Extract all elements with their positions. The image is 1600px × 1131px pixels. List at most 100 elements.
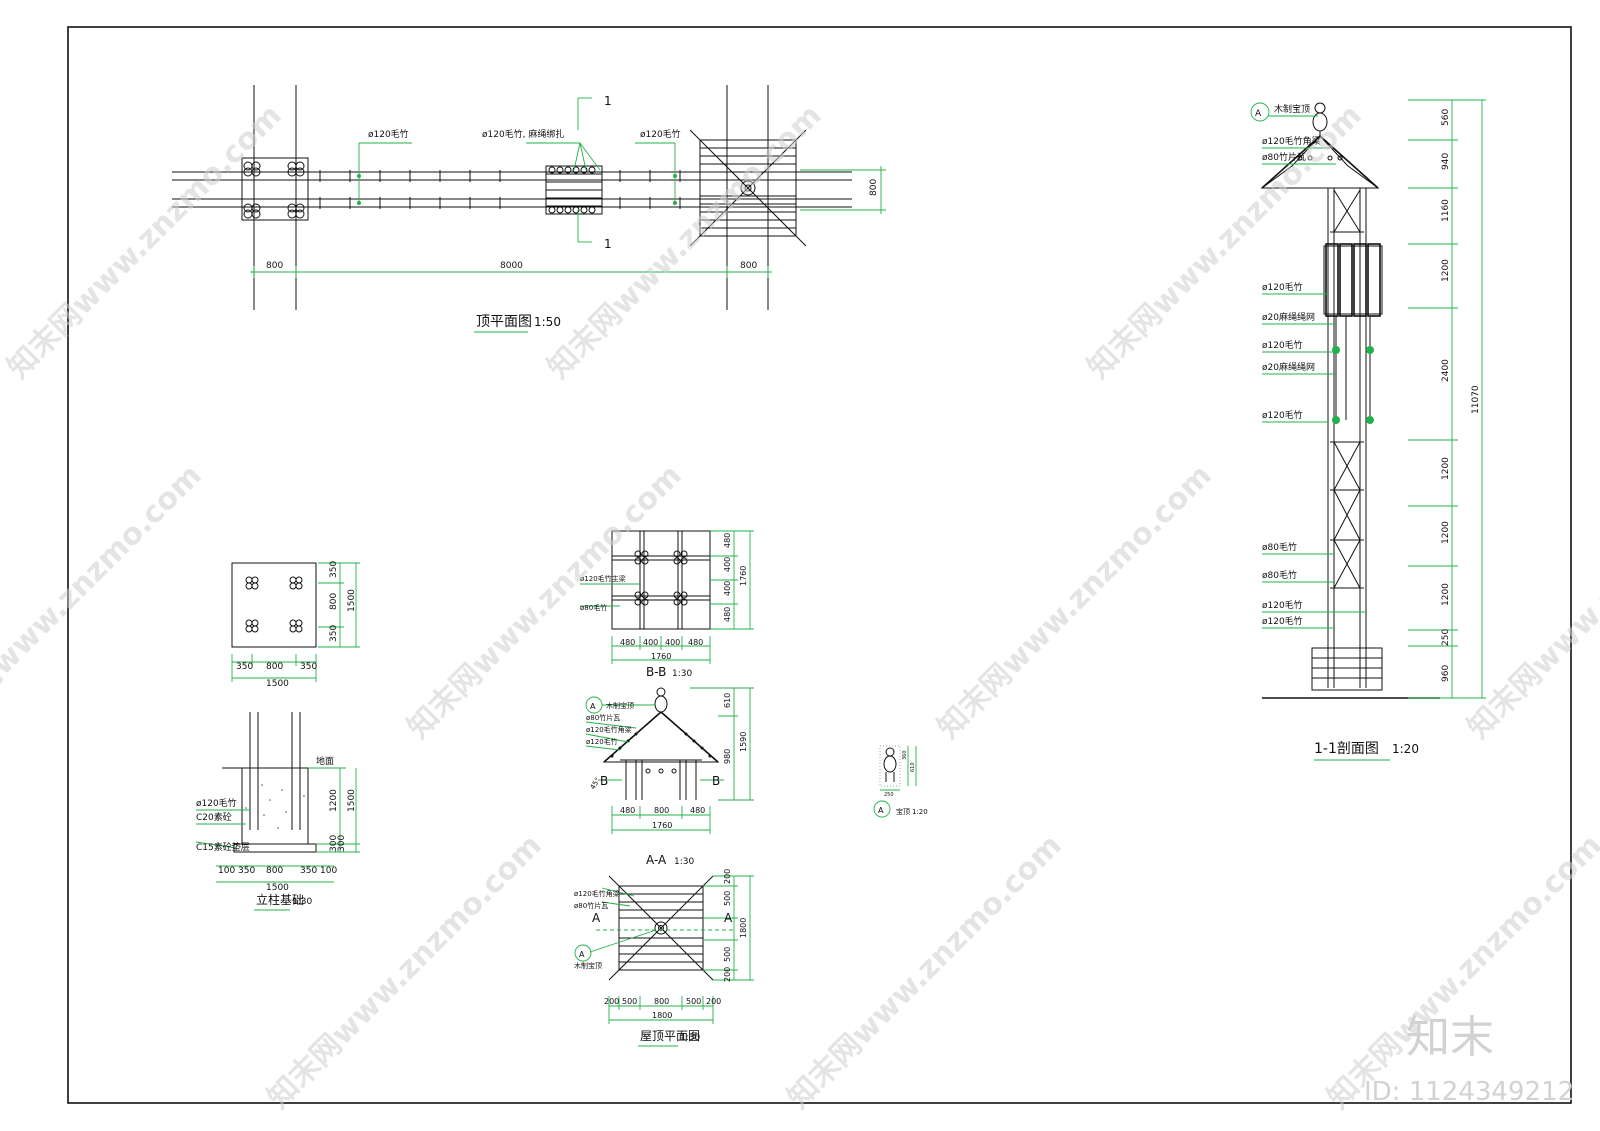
label-rp-1: ø120毛竹角梁 [574, 889, 620, 898]
dim-aa-r1: 610 [723, 693, 732, 708]
foundation-title: 立柱基础 [256, 892, 304, 907]
dim-bb-r2: 400 [723, 557, 732, 572]
dim-aa-b3: 480 [690, 806, 705, 815]
dim-bb-r4: 480 [723, 607, 732, 622]
dim-s11-5: 2400 [1441, 359, 1451, 382]
dim-fs-b3: 800 [266, 866, 283, 876]
dim-fp-b4: 1500 [266, 679, 289, 689]
detail-a-scale: 1:20 [912, 808, 928, 816]
label-bb-1: ø120毛竹主梁 [580, 574, 626, 583]
top-plan-scale: 1:50 [534, 315, 561, 329]
callout-a-section: A [1255, 109, 1262, 119]
section-1-1-drawing: A 木制宝顶 ø120毛竹角梁 ø80竹片瓦 ø120毛竹 ø20麻绳绳网 ø1… [1250, 99, 1486, 761]
dim-fs-b5: 100 [320, 866, 337, 876]
label-aa-4: ø120毛竹 [586, 737, 618, 746]
label-bb-2: ø80毛竹 [580, 603, 607, 612]
dim-s11-1: 560 [1441, 109, 1451, 126]
dim-rp-b4: 500 [686, 997, 701, 1006]
label-f-1: ø120毛竹 [196, 797, 237, 809]
dim-top-left: 800 [266, 261, 283, 271]
watermark: 知末网www.znzmo.com [0, 458, 209, 746]
mark-rp-a1: A [592, 911, 601, 925]
brand-id: ID: 1124349212 [1364, 1077, 1574, 1107]
label-s11-7: ø20麻绳绳网 [1262, 361, 1315, 373]
dim-fp-b1: 350 [236, 662, 253, 672]
dim-aa-r2: 980 [723, 749, 732, 764]
roof-plan-scale: 1:30 [680, 1033, 700, 1043]
label-top-2: ø120毛竹, 麻绳绑扎 [482, 128, 564, 140]
dim-fs-b4: 350 [300, 866, 317, 876]
detail-a-title: 宝顶 [896, 807, 910, 816]
mark-rp-a2: A [724, 911, 733, 925]
label-s11-6: ø120毛竹 [1262, 339, 1303, 351]
dim-bb-b2: 400 [643, 638, 658, 647]
dim-rp-b6: 1800 [652, 1011, 672, 1020]
dim-top-span: 8000 [500, 261, 523, 271]
dim-top-width: 800 [869, 179, 879, 196]
dim-fp-b3: 350 [300, 662, 317, 672]
dim-fs-b6: 1500 [266, 883, 289, 893]
dim-fp-b2: 800 [266, 662, 283, 672]
dim-fs-b1: 100 [218, 866, 235, 876]
dim-fp-r4: 1500 [347, 589, 357, 612]
dim-aa-b4: 1760 [652, 821, 672, 830]
dim-s11-8: 1200 [1441, 583, 1451, 606]
dim-s11-6: 1200 [1441, 457, 1451, 480]
dim-bb-b4: 480 [688, 638, 703, 647]
label-s11-10: ø80毛竹 [1262, 569, 1297, 581]
dim-aa-b1: 480 [620, 806, 635, 815]
dim-rp-r3: 1800 [739, 918, 748, 938]
pavilion-roof-top [689, 129, 807, 247]
dim-da-2: 610 [910, 762, 916, 772]
section-11-title: 1-1剖面图 [1314, 741, 1379, 757]
label-s11-4: ø120毛竹 [1262, 281, 1303, 293]
watermark: 知末网www.znzmo.com [401, 458, 689, 746]
watermark: 知末网www.znzmo.com [1321, 828, 1600, 1116]
label-aa-3: ø120毛竹角梁 [586, 725, 632, 734]
label-top-3: ø120毛竹 [640, 128, 681, 140]
dim-fp-r1: 350 [329, 561, 339, 578]
callout-a-roof: A [579, 950, 585, 959]
label-s11-9: ø80毛竹 [1262, 541, 1297, 553]
foundation-drawing: 350 800 350 1500 350 800 350 1500 地面 ø12… [195, 561, 360, 911]
dim-rp-r5: 200 [723, 967, 732, 982]
dim-rp-b2: 500 [622, 997, 637, 1006]
dim-fp-r2: 800 [329, 593, 339, 610]
label-aa-1: 木制宝顶 [606, 701, 634, 710]
label-s11-8: ø120毛竹 [1262, 409, 1303, 421]
top-plan-title: 顶平面图 [476, 314, 532, 330]
dim-da-3: 250 [884, 792, 894, 798]
label-s11-2: ø120毛竹角梁 [1262, 135, 1321, 147]
label-s11-1: 木制宝顶 [1274, 103, 1310, 115]
grade-label: 地面 [316, 755, 334, 767]
watermark: 知末网www.znzmo.com [931, 458, 1219, 746]
roof-plan-drawing: A ø120毛竹角梁 ø80竹片瓦 木制宝顶 A A 200 500 1800 … [574, 869, 754, 1047]
dim-rp-b3: 800 [654, 997, 669, 1006]
section-mark-bottom: 1 [604, 237, 612, 251]
foundation-scale: 1:30 [292, 897, 312, 907]
dim-rp-b1: 200 [604, 997, 619, 1006]
dim-s11-9: 250 [1441, 629, 1451, 646]
top-plan-drawing: 1 1 ø120毛竹 ø120毛竹, 麻绳绑扎 ø120毛竹 [172, 85, 886, 333]
dim-s11-2: 940 [1441, 153, 1451, 170]
section-aa-title: A-A [646, 853, 667, 867]
label-s11-11: ø120毛竹 [1262, 599, 1303, 611]
callout-a-aa: A [590, 702, 596, 711]
section-aa-drawing: A 木制宝顶 ø80竹片瓦 ø120毛竹角梁 ø120毛竹 45° B B 61… [585, 687, 754, 867]
section-bb-title: B-B [646, 665, 666, 679]
detail-a-drawing: 360 610 250 A 宝顶 1:20 [873, 745, 928, 818]
dim-fs-r3: 300 [329, 835, 339, 852]
brand-logo: 知末 [1406, 1012, 1494, 1063]
dim-fs-b2: 350 [238, 866, 255, 876]
section-bb-scale: 1:30 [672, 669, 692, 679]
sheet-border [67, 26, 1572, 1104]
section-mark-top: 1 [604, 94, 612, 108]
dim-bb-b3: 400 [665, 638, 680, 647]
watermark: 知末网www.znzmo.com [1081, 98, 1369, 386]
dim-aa-r3: 1590 [739, 732, 748, 752]
callout-a-detail: A [878, 806, 884, 815]
dim-bb-r3: 400 [723, 581, 732, 596]
dim-bb-r5: 1760 [739, 566, 748, 586]
dim-bb-b1: 480 [620, 638, 635, 647]
